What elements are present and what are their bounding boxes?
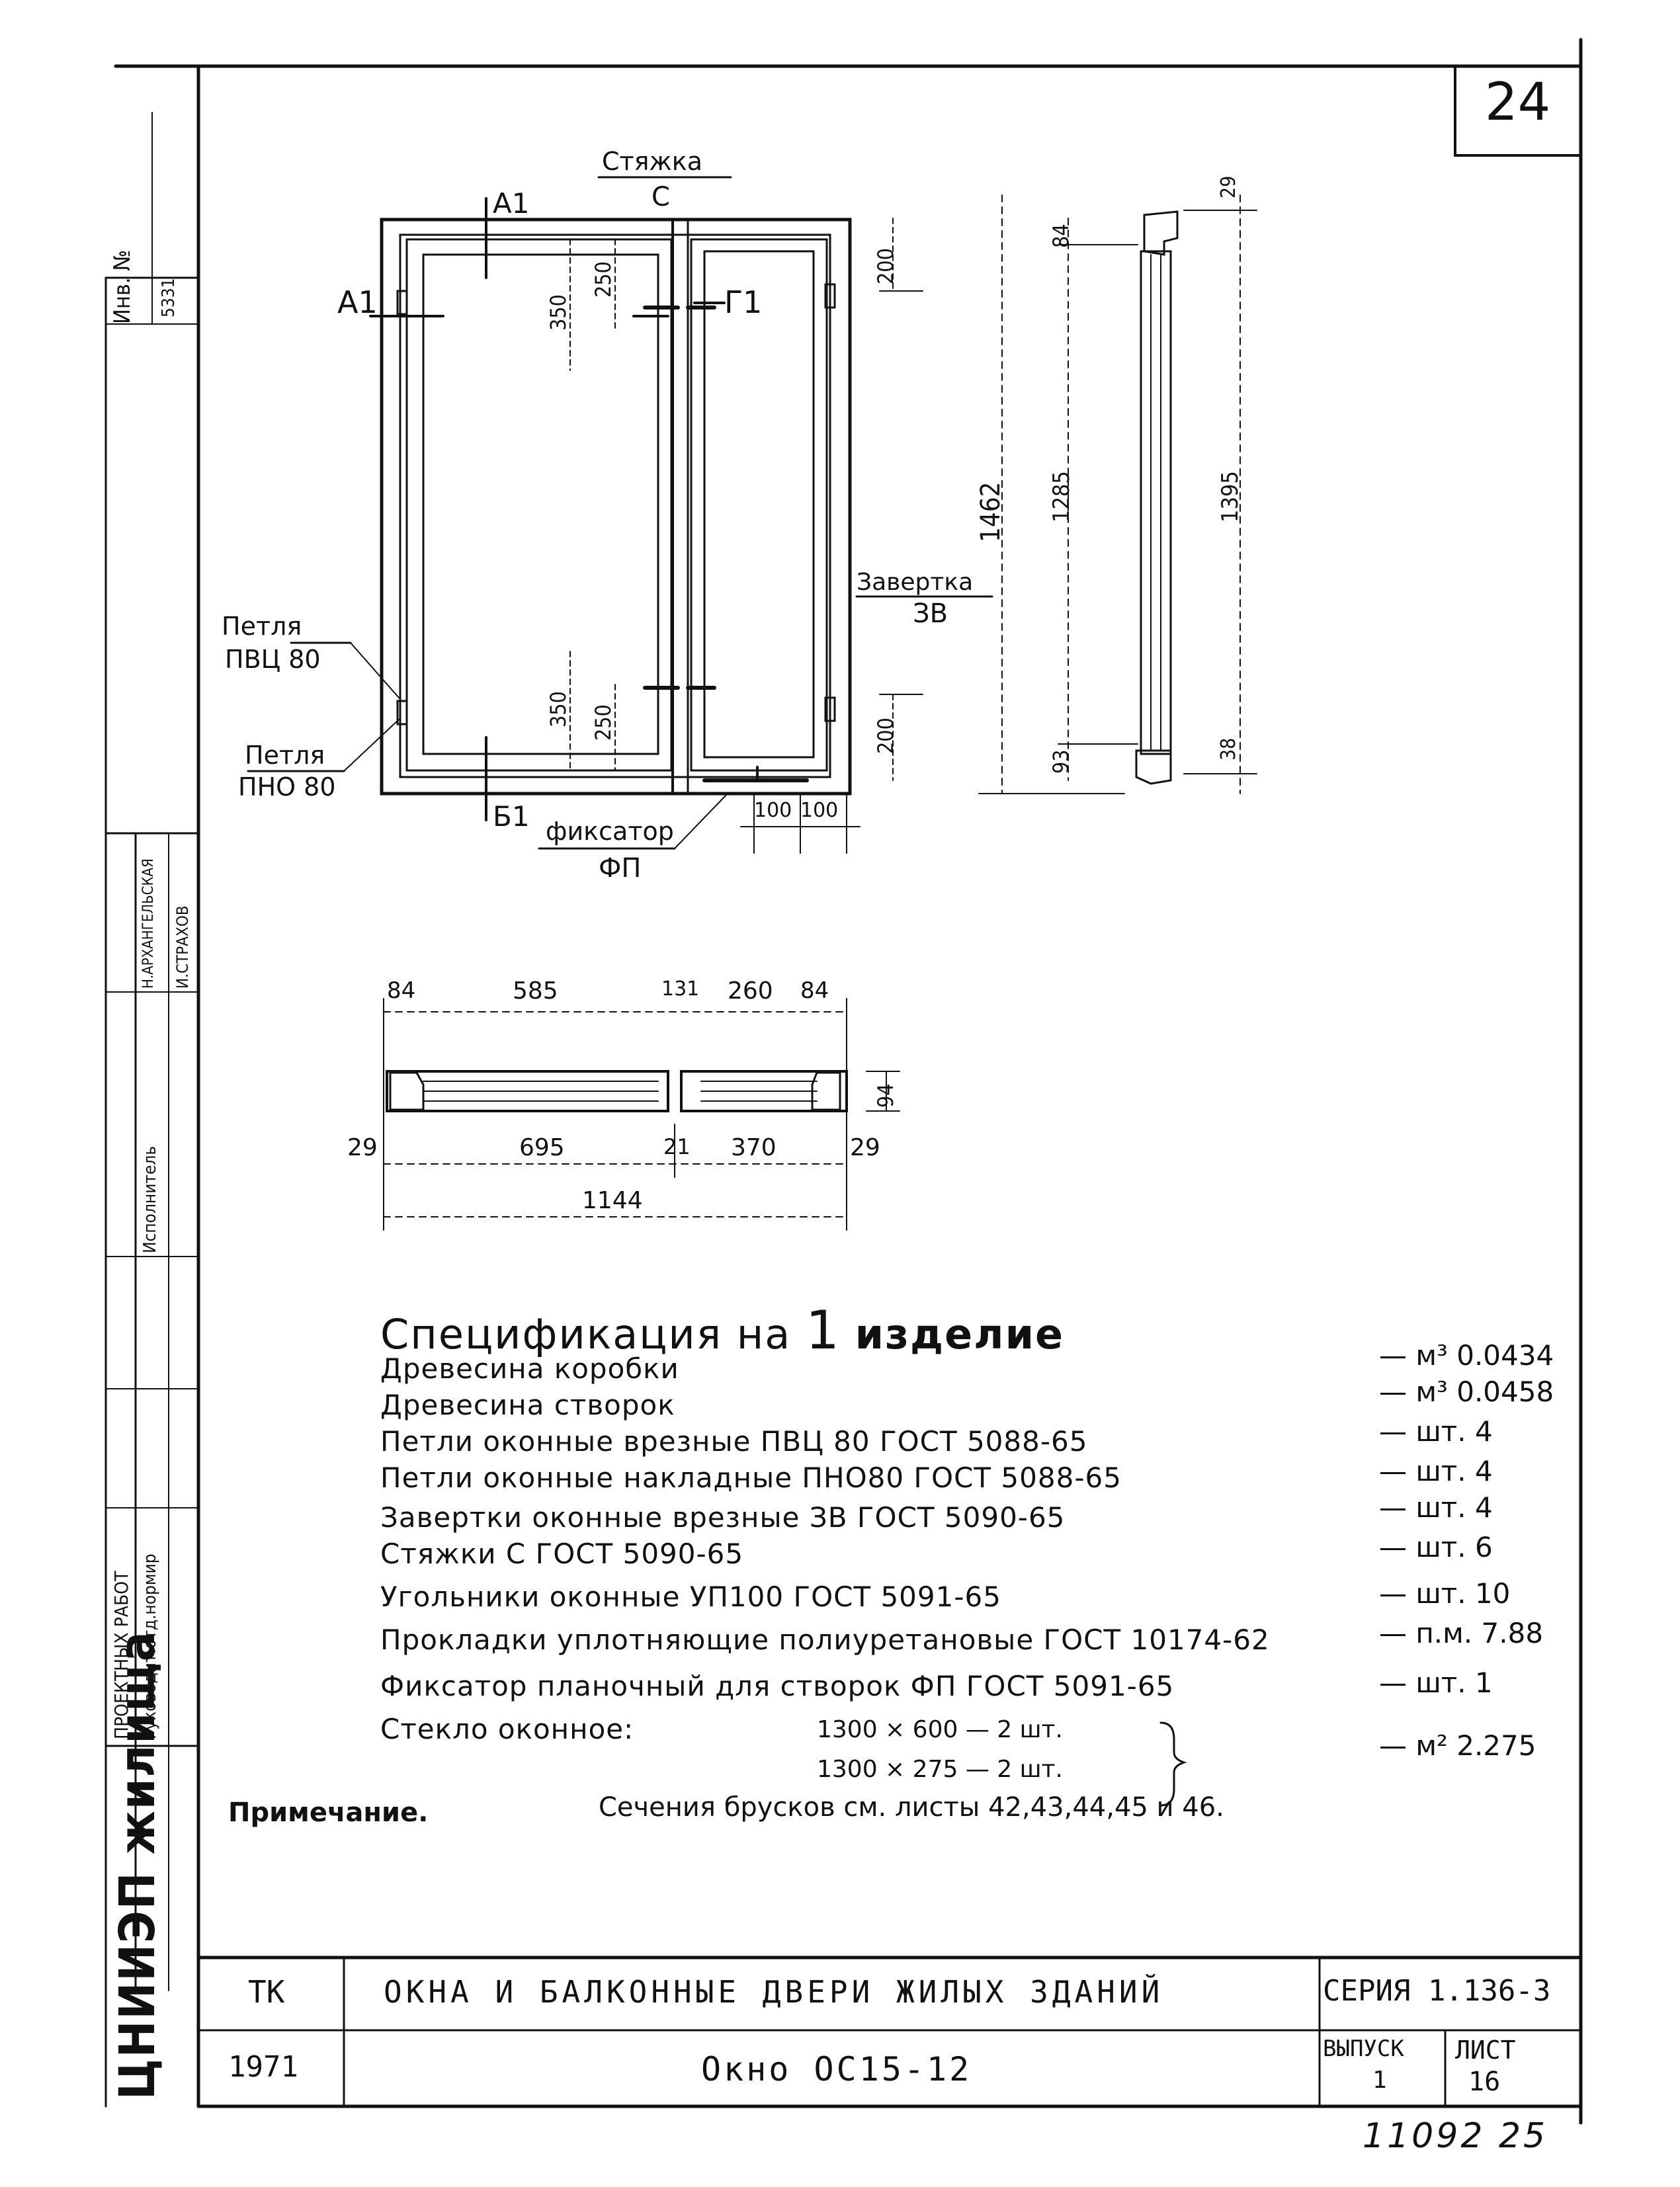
dim-side-29: 29 (1217, 175, 1240, 198)
spec-row-name: Прокладки уплотняющие полиуретановые ГОС… (380, 1624, 1270, 1656)
label-g1: Г1 (724, 284, 763, 320)
label-b1: Б1 (493, 800, 530, 833)
spec-row-name: Фиксатор планочный для створок ФП ГОСТ 5… (380, 1670, 1175, 1702)
dim-front-100-b: 100 (800, 799, 839, 822)
spec-title-prefix: Спецификация на (380, 1310, 792, 1358)
window-outer-frame (380, 218, 852, 796)
dim-plan-29-left: 29 (347, 1134, 378, 1161)
tb-tk: ТК (248, 1974, 285, 2010)
label-fiksator-1: фиксатор (546, 817, 674, 846)
stamp-name-1: И.СТРАХОВ (173, 905, 192, 989)
spec-row-value: — шт. 10 (1379, 1577, 1511, 1610)
dim-side-93: 93 (1048, 749, 1073, 774)
tb-issue-value: 1 (1372, 2067, 1387, 2094)
dim-front-250-bottom: 250 (591, 704, 616, 741)
dim-plan-131: 131 (661, 977, 700, 1001)
note-label: Примечание. (228, 1797, 429, 1828)
spec-title: Спецификация на 1 изделие (380, 1300, 1064, 1361)
tb-sheet-label: ЛИСТ (1455, 2036, 1516, 2065)
spec-row-name: Петли оконные врезные ПВЦ 80 ГОСТ 5088-6… (380, 1425, 1088, 1458)
spec-row-value: — м³ 0.0434 (1379, 1339, 1554, 1372)
dim-plan-21: 21 (663, 1134, 691, 1159)
dim-side-1462: 1462 (976, 481, 1006, 542)
spec-row-name: Древесина коробки (380, 1352, 679, 1385)
dim-side-1285: 1285 (1048, 471, 1075, 522)
label-zavertka-1: Завертка (857, 569, 974, 596)
spec-row-name: Стяжки С ГОСТ 5090-65 (380, 1538, 744, 1570)
spec-row-value: — шт. 1 (1379, 1667, 1493, 1699)
dim-front-350-bottom: 350 (546, 691, 571, 727)
dim-plan-695: 695 (519, 1134, 565, 1161)
label-petlya-pvc-2: ПВЦ 80 (225, 645, 321, 674)
spec-row-name: Завертки оконные врезные ЗВ ГОСТ 5090-65 (380, 1501, 1066, 1534)
dim-front-200-bottom: 200 (873, 718, 898, 754)
dim-front-200-top: 200 (873, 248, 898, 284)
plan-right-sash (680, 1070, 848, 1112)
label-a1-top: А1 (493, 187, 530, 220)
label-petlya-pno-1: Петля (245, 741, 325, 770)
spec-glass-value: — м² 2.275 (1379, 1729, 1536, 1762)
label-petlya-pvc-1: Петля (222, 612, 302, 641)
inv-value: 5331 (159, 278, 179, 317)
dim-plan-585: 585 (513, 977, 558, 1005)
spec-glass-label: Стекло оконное: (380, 1713, 634, 1745)
dim-plan-29-right: 29 (850, 1134, 880, 1161)
dim-plan-370: 370 (731, 1134, 777, 1161)
stamp-role-3: Исполнитель (140, 1145, 160, 1253)
spec-row-value: — п.м. 7.88 (1379, 1617, 1544, 1649)
inv-label: Инв. № (109, 249, 136, 324)
tb-subtitle: Окно ОС15-12 (701, 2050, 972, 2088)
dim-plan-260: 260 (728, 977, 773, 1005)
tb-year: 1971 (228, 2050, 298, 2084)
spec-title-qty: 1 (805, 1300, 841, 1361)
spec-glass-line: 1300 × 600 — 2 шт. (817, 1716, 1063, 1743)
tb-issue-label: ВЫПУСК (1323, 2036, 1404, 2062)
dim-front-100-a: 100 (754, 799, 792, 822)
dim-side-38: 38 (1217, 737, 1240, 761)
dim-side-1395: 1395 (1217, 471, 1243, 522)
spec-row-value: — шт. 6 (1379, 1531, 1493, 1563)
tb-title: ОКНА И БАЛКОННЫЕ ДВЕРИ ЖИЛЫХ ЗДАНИЙ (384, 1974, 1164, 2010)
label-c: С (651, 182, 670, 212)
label-fiksator-2: ФП (599, 853, 642, 884)
dim-front-250-top: 250 (591, 261, 616, 298)
sheet-corner-number: 24 (1485, 73, 1551, 132)
spec-glass-line: 1300 × 275 — 2 шт. (817, 1756, 1063, 1783)
plan-left-sash (386, 1070, 669, 1112)
spec-row-name: Петли оконные накладные ПНО80 ГОСТ 5088-… (380, 1462, 1122, 1494)
dim-front-350-top: 350 (546, 294, 571, 331)
spec-row-value: — шт. 4 (1379, 1415, 1493, 1448)
corner-box (1454, 65, 1582, 157)
spec-row-name: Древесина створок (380, 1389, 675, 1421)
dim-plan-1144: 1144 (582, 1187, 643, 1214)
spec-row-value: — шт. 4 (1379, 1491, 1493, 1524)
spec-row-value: — м³ 0.0458 (1379, 1376, 1554, 1408)
label-styazhka: Стяжка (602, 147, 702, 176)
stamp-role-4: Н.АРХАНГЕЛЬСКАЯ (140, 858, 157, 989)
tb-sheet-value: 16 (1468, 2067, 1501, 2097)
spec-row-name: Угольники оконные УП100 ГОСТ 5091-65 (380, 1581, 1001, 1613)
note-text: Сечения брусков см. листы 42,43,44,45 и … (599, 1792, 1224, 1823)
institute-logo: ЦНИИЭП жилища (109, 1630, 166, 2100)
label-petlya-pno-2: ПНО 80 (238, 772, 336, 802)
spec-title-suffix: изделие (855, 1310, 1065, 1358)
dim-plan-84-left: 84 (387, 977, 416, 1004)
dim-side-84: 84 (1048, 224, 1073, 248)
dim-plan-84-right: 84 (800, 977, 829, 1004)
label-a1-left: А1 (337, 284, 378, 320)
tb-series: СЕРИЯ 1.136-3 (1323, 1974, 1551, 2008)
dim-plan-94: 94 (873, 1083, 898, 1108)
label-zavertka-2: ЗВ (913, 598, 948, 629)
spec-row-value: — шт. 4 (1379, 1455, 1493, 1487)
footer-handwritten: 11092 25 (1363, 2116, 1548, 2156)
